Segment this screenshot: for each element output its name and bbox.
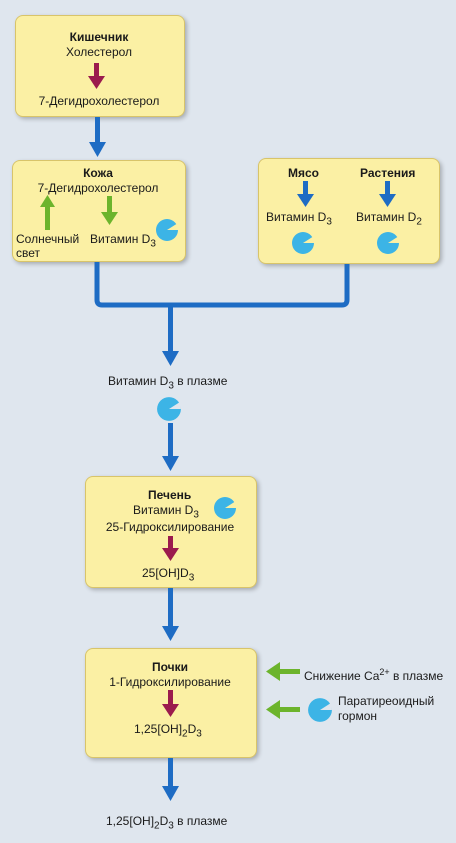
skin-box bbox=[12, 160, 186, 262]
liver-process: 25-Гидроксилирование bbox=[105, 520, 235, 534]
pth-signal-line2: гормон bbox=[338, 709, 378, 723]
meat-plants-box bbox=[258, 158, 440, 264]
skin-green-down-arrow bbox=[101, 196, 118, 225]
molecule-icon bbox=[214, 497, 236, 519]
intestine-title: Кишечник bbox=[69, 30, 129, 44]
molecule-icon bbox=[157, 397, 181, 421]
intestine-to-skin-arrow bbox=[89, 117, 106, 157]
meat-title: Мясо bbox=[288, 166, 320, 180]
ca-green-arrow bbox=[266, 662, 300, 681]
ca-signal-label: Снижение Ca2+ в плазме bbox=[304, 667, 444, 683]
kidney-to-final-arrow bbox=[162, 758, 179, 801]
final-label: 1,25[OH]2D3 в плазме bbox=[106, 814, 228, 832]
molecule-icon bbox=[308, 698, 332, 722]
intestine-line2: 7-Дегидрохолестерол bbox=[38, 94, 160, 108]
plants-blue-arrow bbox=[379, 181, 396, 207]
molecule-icon bbox=[377, 232, 399, 254]
liver-maroon-arrow bbox=[162, 536, 179, 561]
liver-to-kidney-arrow bbox=[162, 588, 179, 641]
kidney-product: 1,25[OH]2D3 bbox=[134, 722, 202, 740]
kidney-maroon-arrow bbox=[162, 690, 179, 717]
meat-blue-arrow bbox=[297, 181, 314, 207]
merge-to-plasma-arrow bbox=[162, 305, 179, 366]
intestine-box bbox=[15, 15, 185, 117]
plants-title: Растения bbox=[360, 166, 416, 180]
sunlight-label-2: свет bbox=[16, 246, 41, 260]
sunlight-label-1: Солнечный bbox=[16, 232, 80, 246]
skin-vitamin: Витамин D3 bbox=[90, 232, 156, 250]
kidney-title: Почки bbox=[151, 660, 188, 674]
plasma-d3-label: Витамин D3 в плазме bbox=[108, 374, 228, 392]
plasma-to-liver-arrow bbox=[162, 423, 179, 471]
molecule-icon bbox=[292, 232, 314, 254]
meat-vitamin: Витамин D3 bbox=[266, 210, 332, 228]
liver-title: Печень bbox=[148, 488, 192, 502]
pth-green-arrow bbox=[266, 700, 300, 719]
intestine-maroon-arrow bbox=[88, 63, 105, 89]
liver-product: 25[OH]D3 bbox=[142, 566, 195, 584]
skin-line1: 7-Дегидрохолестерол bbox=[37, 181, 159, 195]
kidney-process: 1-Гидроксилирование bbox=[109, 675, 231, 689]
merge-connector bbox=[94, 262, 350, 308]
liver-box bbox=[85, 476, 257, 588]
plants-vitamin: Витамин D2 bbox=[356, 210, 422, 228]
sunlight-green-arrow bbox=[40, 195, 55, 230]
pth-signal-line1: Паратиреоидный bbox=[338, 694, 435, 708]
intestine-line1: Холестерол bbox=[65, 45, 133, 59]
liver-vitamin: Витамин D3 bbox=[133, 503, 199, 521]
skin-title: Кожа bbox=[83, 166, 113, 180]
molecule-icon bbox=[156, 219, 178, 241]
